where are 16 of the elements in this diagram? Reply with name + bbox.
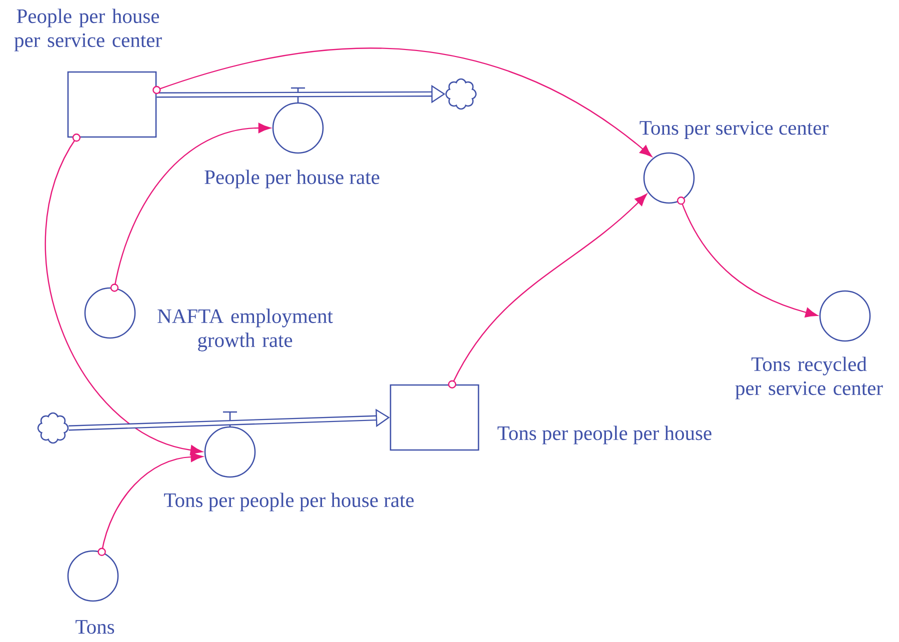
node-label: Tons per people per house: [498, 426, 712, 444]
node-label: Tons per service center: [640, 121, 828, 139]
connector-arrow: [110, 122, 271, 292]
node-label: People per house rate: [204, 170, 380, 188]
node-label: NAFTA employment growth rate: [158, 308, 333, 352]
connector-arrow: [152, 48, 652, 157]
connector-arrow: [98, 452, 203, 556]
cloud-icon: [445, 78, 477, 110]
connector-arrow: [676, 196, 818, 318]
node-label: Tons: [76, 620, 114, 634]
node-label: Tons recycled per service center: [735, 356, 883, 400]
cloud-icon: [37, 412, 69, 444]
connector-arrow: [45, 134, 203, 456]
connector-arrow: [448, 194, 647, 388]
node-label: People per house per service center: [14, 8, 162, 52]
node-label: Tons per people per house rate: [164, 492, 414, 512]
